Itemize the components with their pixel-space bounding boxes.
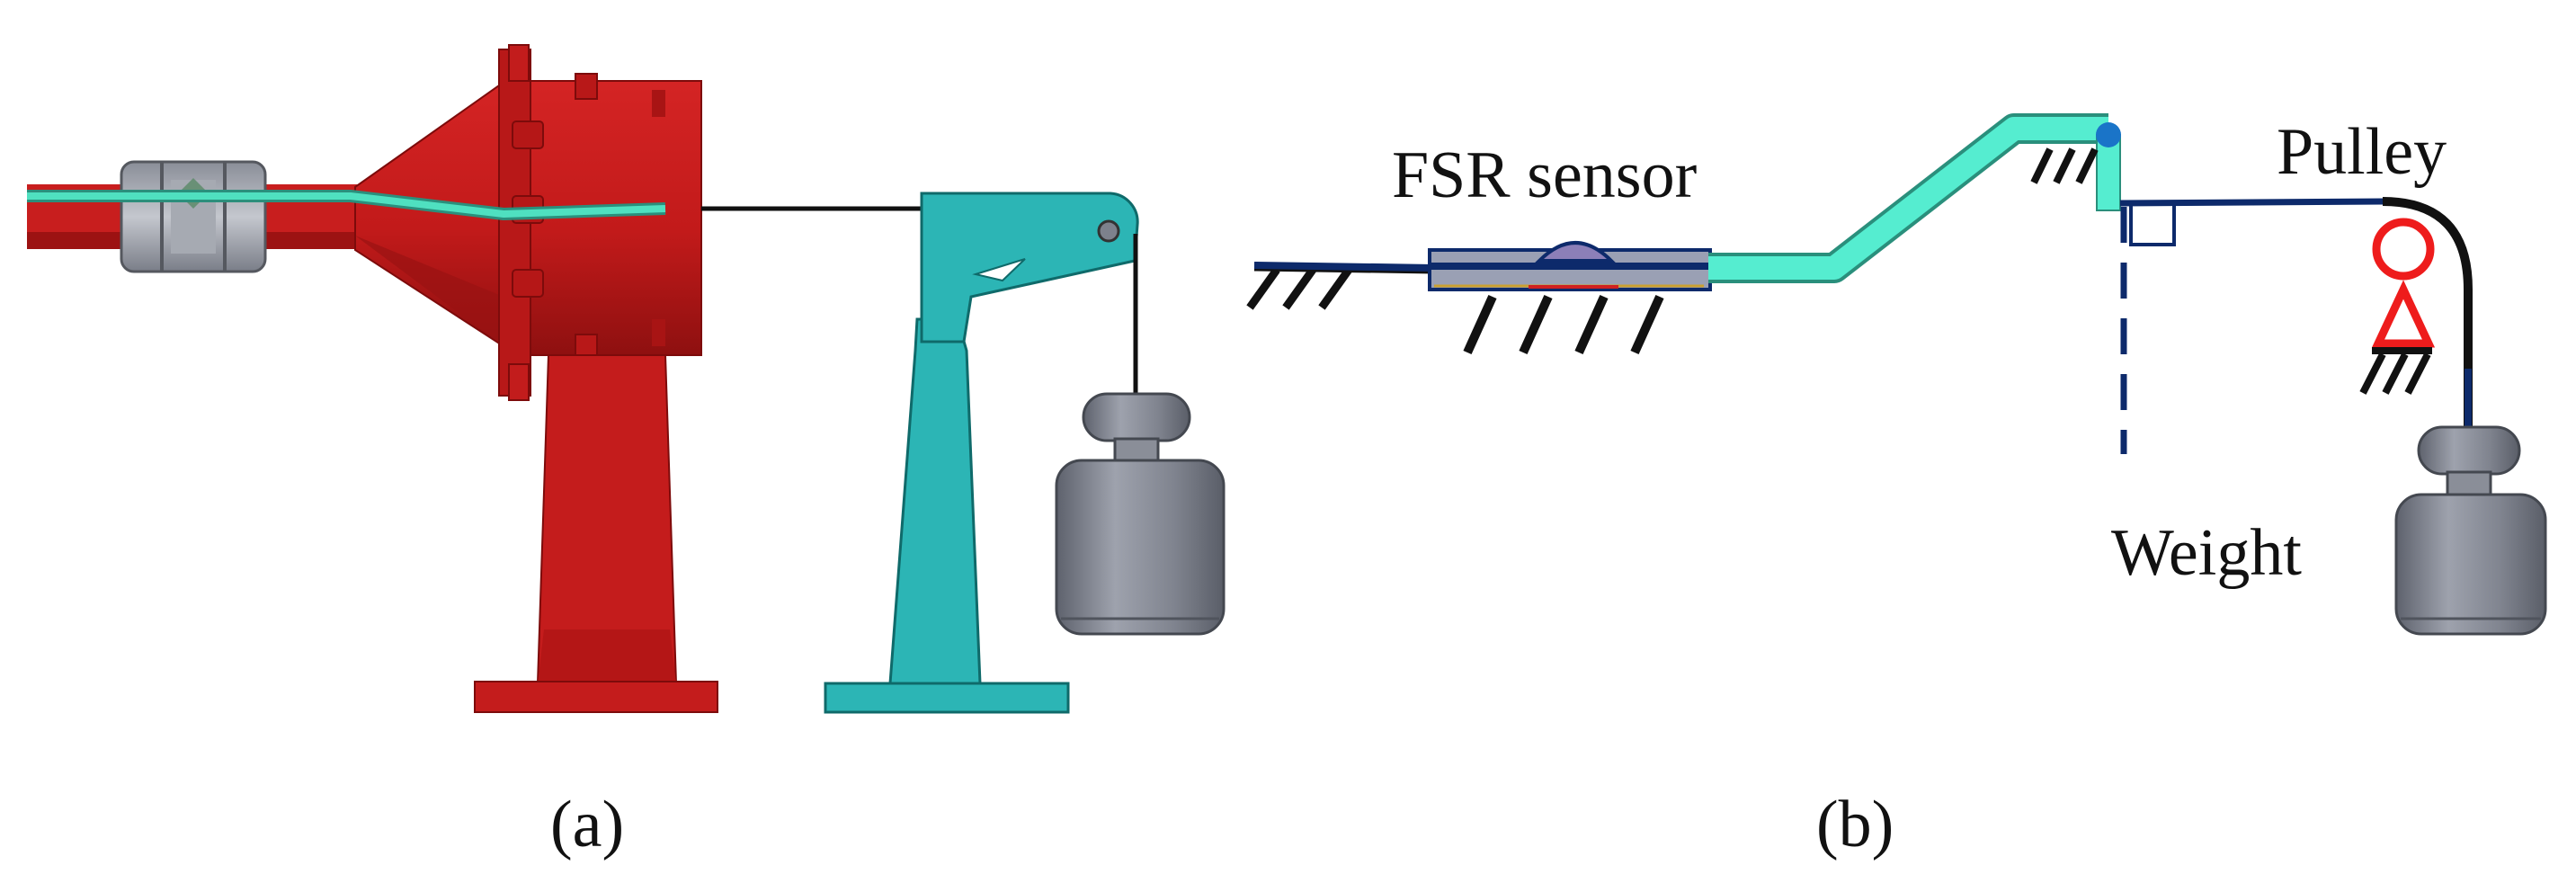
pulley-cable-arc (2382, 197, 2473, 432)
cable-b-left (1253, 262, 1435, 272)
ground-hatch-icon (1246, 263, 1435, 310)
red-base (474, 681, 718, 713)
pulley-icon (2371, 218, 2436, 348)
weight-label: Weight (2111, 516, 2302, 590)
weight-icon (1055, 392, 1226, 636)
pulley-wheel-a (1097, 219, 1120, 243)
panel-b (1246, 113, 2547, 636)
panel-b-caption: (b) (1816, 788, 1894, 861)
cable-b-right (2119, 198, 2385, 207)
pivot-marker (2096, 122, 2121, 147)
panel-a (27, 44, 1226, 714)
fsr-sensor-icon (1428, 241, 1712, 291)
coupling-icon (120, 160, 267, 273)
fsr-sensor-label: FSR sensor (1392, 138, 1698, 212)
weight-icon (2394, 425, 2547, 636)
panel-a-caption: (a) (550, 788, 625, 861)
right-angle-marker (2129, 203, 2176, 246)
ground-hatch-icon (2359, 347, 2432, 395)
ground-hatch-icon (1463, 294, 1664, 355)
ground-hatch-icon (2030, 147, 2099, 184)
teal-stand (824, 192, 1139, 714)
pulley-label: Pulley (2277, 115, 2447, 189)
